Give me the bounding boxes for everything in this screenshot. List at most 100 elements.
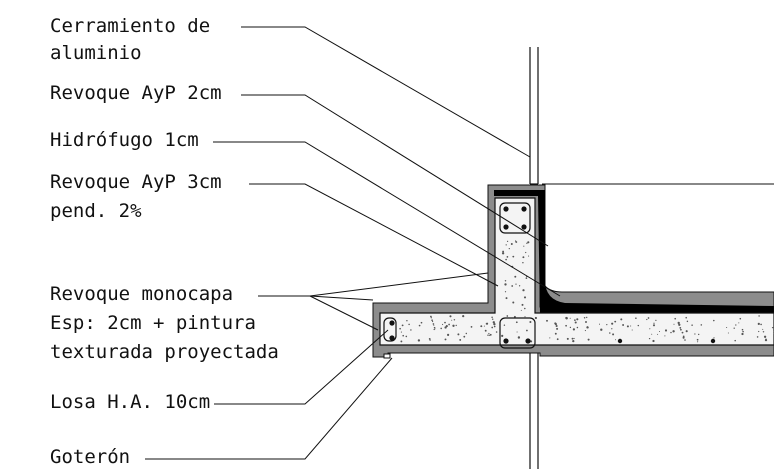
aggregate-dot	[401, 324, 404, 327]
aggregate-dot	[520, 309, 522, 311]
aggregate-dot	[700, 324, 703, 326]
aggregate-dot	[487, 334, 489, 336]
aggregate-dot	[679, 327, 682, 329]
aggregate-dot	[524, 316, 526, 318]
aggregate-dot	[444, 338, 447, 341]
aggregate-dot	[418, 324, 421, 327]
aggregate-dot	[505, 258, 507, 261]
aggregate-dot	[756, 336, 759, 338]
aggregate-dot	[569, 326, 572, 329]
aggregate-dot	[565, 324, 567, 327]
aggregate-dot	[400, 331, 402, 333]
aggregate-dot	[502, 250, 505, 253]
aggregate-dot	[758, 330, 760, 333]
aggregate-dot	[657, 333, 659, 335]
aggregate-dot	[512, 301, 515, 304]
aggregate-dot	[647, 317, 650, 319]
label-revoque-3cm-1: Revoque AyP 3cm	[50, 171, 222, 193]
aggregate-dot	[410, 329, 412, 331]
aggregate-dot	[459, 338, 462, 341]
aggregate-dot	[694, 333, 696, 335]
aggregate-dot	[524, 307, 526, 310]
aggregate-dot	[614, 339, 617, 341]
aggregate-dot	[470, 326, 473, 328]
aggregate-dot	[529, 320, 532, 324]
aggregate-dot	[432, 320, 434, 323]
label-monocapa-3: texturada proyectada	[50, 341, 279, 363]
aggregate-dot	[452, 324, 455, 327]
aggregate-dot	[674, 317, 677, 320]
aggregate-dot	[508, 248, 510, 250]
aggregate-dot	[574, 321, 577, 324]
aggregate-dot	[758, 315, 760, 317]
aggregate-dot	[741, 332, 744, 336]
rebar-dots	[389, 206, 716, 344]
aggregate-dot	[637, 324, 640, 327]
aggregate-dot	[738, 322, 740, 324]
rebar-stirrups	[383, 202, 536, 349]
aggregate-dot	[742, 330, 744, 333]
aggregate-dot	[585, 321, 587, 323]
aggregate-dot	[465, 332, 468, 335]
aggregate-dot	[681, 331, 684, 334]
aggregate-dot	[765, 338, 767, 340]
aggregate-dot	[697, 341, 699, 343]
aggregate-dot	[555, 324, 558, 328]
aggregate-dot	[432, 323, 435, 325]
aggregate-dot	[491, 318, 494, 320]
aggregate-dot	[573, 337, 575, 340]
aggregate-dot	[433, 328, 435, 331]
aggregate-dot	[506, 315, 509, 317]
aggregate-dot	[546, 319, 548, 322]
aggregate-dot	[400, 340, 403, 343]
aggregate-dot	[727, 332, 729, 334]
aggregate-dot	[652, 339, 655, 343]
aggregate-dot	[600, 328, 603, 331]
aggregate-dot	[483, 325, 485, 327]
aggregate-dot	[506, 240, 509, 243]
aggregate-dot	[648, 337, 651, 340]
aggregate-dot	[635, 317, 637, 319]
concrete-slab	[379, 197, 774, 346]
aggregate-dot	[480, 325, 483, 328]
aggregate-dot	[430, 317, 432, 319]
aggregate-dot	[556, 327, 559, 330]
aggregate-dot	[682, 336, 685, 339]
aggregate-dot	[433, 324, 435, 326]
aggregate-dot	[504, 283, 507, 286]
aggregate-dot	[448, 323, 450, 326]
aggregate-dot	[626, 325, 629, 328]
aggregate-dot	[405, 335, 408, 338]
aggregate-dot	[512, 255, 515, 258]
aggregate-dot	[526, 329, 528, 332]
label-monocapa-1: Revoque monocapa	[50, 283, 233, 305]
aggregate-dot	[444, 321, 446, 324]
aggregate-dot	[521, 303, 524, 306]
aggregate-dot	[527, 241, 530, 244]
aggregate-dot	[451, 319, 453, 321]
aggregate-dot	[549, 337, 551, 339]
label-cerramiento-2: aluminio	[50, 42, 142, 64]
aggregate-dot	[696, 338, 699, 341]
aggregate-dot	[686, 320, 689, 323]
aggregate-dot	[658, 330, 661, 333]
revoque-3cm	[539, 195, 774, 308]
aggregate-dot	[514, 275, 517, 278]
aggregate-dot	[505, 297, 508, 300]
aggregate-dot	[522, 289, 525, 292]
aggregate-dot	[651, 333, 653, 335]
aggregate-dot	[576, 326, 579, 329]
aggregate-dot	[485, 323, 488, 325]
aggregate-dot	[698, 333, 700, 336]
aggregate-dot	[515, 240, 517, 242]
aggregate-dot	[652, 324, 656, 327]
aggregate-dot	[606, 323, 608, 326]
goteron-drip	[383, 353, 391, 359]
aggregate-dot	[583, 316, 586, 319]
aggregate-dot	[677, 321, 680, 325]
aggregate-dot	[455, 324, 457, 327]
aggregate-dot	[565, 316, 568, 320]
aggregate-dot	[522, 256, 525, 259]
aggregate-dot	[733, 327, 735, 329]
